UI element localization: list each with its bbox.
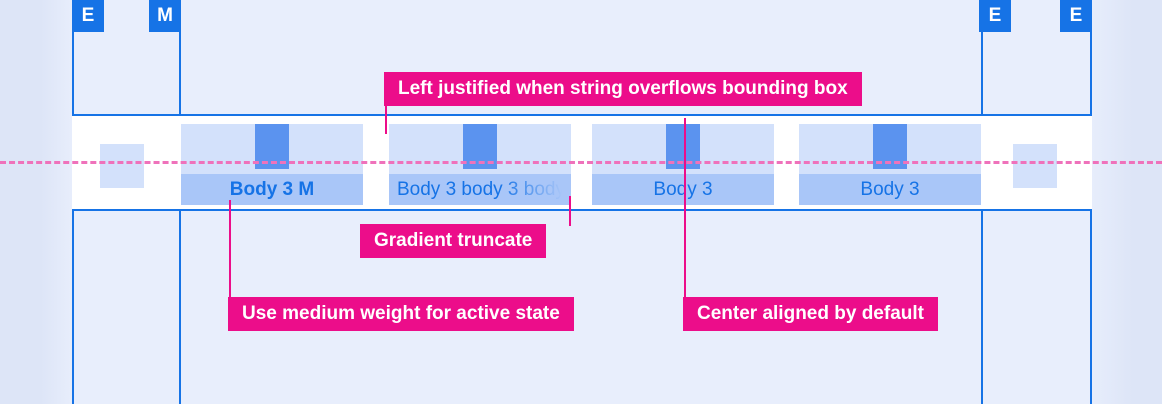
tab-cell-label: Body 3 body 3 body 3 (397, 179, 571, 200)
tab-cell-icon-band (592, 124, 774, 174)
tab-cell-label: Body 3 (653, 179, 713, 200)
tab-cell-body-3-overflow[interactable]: Body 3 body 3 body 3 (389, 124, 571, 205)
tab-cell-icon-band (389, 124, 571, 174)
tab-bar-container: Body 3 M Body 3 body 3 body 3 Body 3 (72, 114, 1092, 211)
canvas-edge-shade-right (1088, 0, 1162, 404)
callout-leader-center-aligned (684, 118, 686, 298)
baseline-guide (0, 161, 1162, 164)
tab-cell-label-band: Body 3 M (181, 174, 363, 205)
tab-cell-label: Body 3 (860, 179, 920, 200)
tab-cell-icon-band (181, 124, 363, 174)
tab-cell-body-3-center-b[interactable]: Body 3 (799, 124, 981, 205)
spacing-badge-m-left-inner: M (149, 0, 181, 32)
tab-cell-label-band: Body 3 body 3 body 3 (389, 174, 571, 205)
spacing-badge-e-left-outer: E (72, 0, 104, 32)
end-spacer-right (1013, 144, 1057, 188)
callout-leader-gradient (569, 196, 571, 226)
callout-use-medium-weight: Use medium weight for active state (228, 297, 574, 331)
canvas-edge-shade-left (0, 0, 74, 404)
callout-center-aligned: Center aligned by default (683, 297, 938, 331)
callout-leader-medium-weight (229, 200, 231, 298)
callout-left-justified-overflow: Left justified when string overflows bou… (384, 72, 862, 106)
callout-leader-left-justified (385, 106, 387, 134)
spacing-badge-e-right-inner: E (979, 0, 1011, 32)
tab-cell-label-band: Body 3 (799, 174, 981, 205)
callout-gradient-truncate: Gradient truncate (360, 224, 547, 258)
tab-cell-label: Body 3 M (229, 179, 315, 200)
end-spacer-left (100, 144, 144, 188)
tab-cell-body-3-m-active[interactable]: Body 3 M (181, 124, 363, 205)
tab-cell-label-band: Body 3 (592, 174, 774, 205)
tab-cell-body-3-center-a[interactable]: Body 3 (592, 124, 774, 205)
spacing-badge-e-right-outer: E (1060, 0, 1092, 32)
tab-cell-icon-band (799, 124, 981, 174)
